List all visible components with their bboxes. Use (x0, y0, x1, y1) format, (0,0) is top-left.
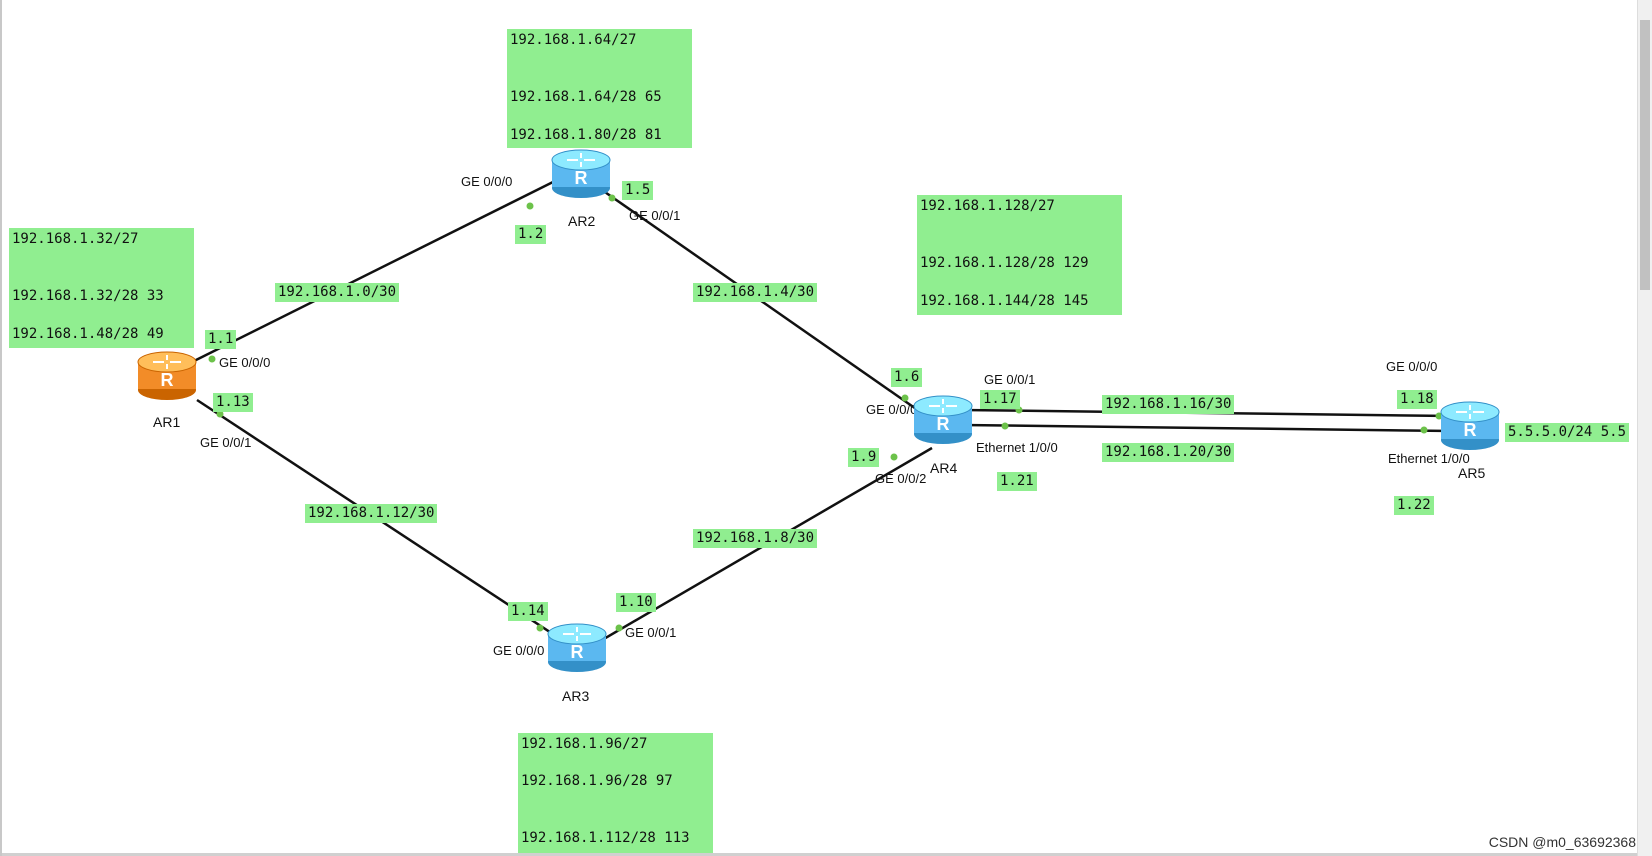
link-label-ar4-ar5-a: 192.168.1.16/30 (1102, 395, 1235, 414)
ip-tag-ar5-e1: 1.22 (1394, 496, 1434, 515)
note-line: 192.168.1.128/27 (920, 198, 1055, 214)
note-line: 192.168.1.64/28 65 (510, 89, 662, 105)
router-ar3[interactable]: R (546, 622, 608, 674)
note-line: 192.168.1.48/28 49 (12, 326, 164, 342)
ip-tag-ar1-g0: 1.1 (205, 330, 237, 349)
svg-text:R: R (161, 370, 174, 390)
router-ar5[interactable]: R (1439, 400, 1501, 452)
port-dot-ar4-e1 (1001, 422, 1009, 430)
ip-tag-ar5-g0: 1.18 (1397, 390, 1437, 409)
router-icon: R (1440, 401, 1500, 450)
subnet-note-ar2: 192.168.1.64/27 192.168.1.64/28 65 192.1… (507, 29, 692, 148)
link-ar1-ar2 (191, 178, 558, 364)
port-dot-ar1-g1 (216, 410, 224, 418)
router-icon: R (137, 351, 197, 400)
svg-text:R: R (571, 642, 584, 662)
ip-tag-ar3-g0: 1.14 (508, 602, 548, 621)
ip-tag-ar1-g1: 1.13 (213, 393, 253, 412)
scrollbar-thumb[interactable] (1640, 20, 1650, 290)
router-icon: R (551, 149, 611, 198)
link-label-ar4-ar5-b: 192.168.1.20/30 (1102, 443, 1235, 462)
port-dot-ar3-g1 (615, 624, 623, 632)
note-line: 192.168.1.96/27 (521, 736, 648, 752)
port-label-ar1-g1: GE 0/0/1 (200, 435, 252, 450)
port-dot-ar2-g1 (608, 194, 616, 202)
router-label-ar1: AR1 (153, 414, 181, 430)
link-label-ar1-ar3: 192.168.1.12/30 (305, 504, 438, 523)
port-dot-ar5-e1 (1420, 426, 1428, 434)
link-label-ar5-loopback: 5.5.5.0/24 5.5 (1505, 423, 1630, 442)
port-label-ar5-g0: GE 0/0/0 (1386, 359, 1438, 374)
link-label-ar3-ar4: 192.168.1.8/30 (693, 529, 818, 548)
port-dot-ar4-g0 (901, 394, 909, 402)
subnet-note-ar1: 192.168.1.32/27 192.168.1.32/28 33 192.1… (9, 228, 194, 348)
router-ar2[interactable]: R (550, 148, 612, 200)
router-label-ar2: AR2 (568, 213, 596, 229)
ip-tag-ar4-g1: 1.17 (980, 390, 1020, 409)
ip-tag-ar4-g0: 1.6 (891, 368, 923, 387)
subnet-note-ar4: 192.168.1.128/27 192.168.1.128/28 129 19… (917, 195, 1122, 315)
port-label-ar3-g1: GE 0/0/1 (625, 625, 677, 640)
port-label-ar3-g0: GE 0/0/0 (493, 643, 545, 658)
subnet-note-ar3: 192.168.1.96/27 192.168.1.96/28 97 192.1… (518, 733, 713, 853)
link-label-ar2-ar4: 192.168.1.4/30 (693, 283, 818, 302)
port-label-ar4-g1: GE 0/0/1 (984, 372, 1036, 387)
note-line: 192.168.1.128/28 129 (920, 255, 1089, 271)
router-label-ar4: AR4 (930, 460, 958, 476)
ip-tag-ar4-e1: 1.21 (997, 472, 1037, 491)
ip-tag-ar3-g1: 1.10 (616, 593, 656, 612)
ip-tag-ar4-g2: 1.9 (848, 448, 880, 467)
router-label-ar3: AR3 (562, 688, 590, 704)
router-ar4[interactable]: R (912, 394, 974, 446)
svg-text:R: R (937, 414, 950, 434)
port-label-ar4-e1: Ethernet 1/0/0 (976, 440, 1058, 455)
port-dot-ar5-g0 (1435, 412, 1443, 420)
port-dot-ar4-g2 (890, 453, 898, 461)
router-icon: R (547, 623, 607, 672)
bottom-border (2, 853, 1652, 856)
note-line: 192.168.1.64/27 (510, 32, 637, 48)
router-label-ar5: AR5 (1458, 465, 1486, 481)
port-label-ar2-g1: GE 0/0/1 (629, 208, 681, 223)
note-line: 192.168.1.32/27 (12, 231, 139, 247)
port-label-ar1-g0: GE 0/0/0 (219, 355, 271, 370)
note-line: 192.168.1.144/28 145 (920, 293, 1089, 309)
port-label-ar2-g0: GE 0/0/0 (461, 174, 513, 189)
note-line: 192.168.1.112/28 113 (521, 830, 690, 846)
link-label-ar1-ar2: 192.168.1.0/30 (275, 283, 400, 302)
vertical-scrollbar[interactable] (1637, 0, 1652, 856)
svg-text:R: R (575, 168, 588, 188)
link-ar2-ar4 (601, 188, 933, 422)
router-ar1[interactable]: R (136, 350, 198, 402)
port-label-ar5-e1: Ethernet 1/0/0 (1388, 451, 1470, 466)
note-line: 192.168.1.96/28 97 (521, 773, 673, 789)
port-label-ar4-g0: GE 0/0/0 (866, 402, 918, 417)
port-dot-ar1-g0 (208, 355, 216, 363)
note-line: 192.168.1.80/28 81 (510, 127, 662, 143)
svg-text:R: R (1464, 420, 1477, 440)
port-dot-ar2-g0 (526, 202, 534, 210)
ip-tag-ar2-g0: 1.2 (515, 225, 547, 244)
note-line: 192.168.1.32/28 33 (12, 288, 164, 304)
ip-tag-ar2-g1: 1.5 (622, 181, 654, 200)
router-icon: R (913, 395, 973, 444)
watermark: CSDN @m0_63692368 (1488, 834, 1636, 850)
port-dot-ar3-g0 (536, 624, 544, 632)
link-ar4-ar5-b (961, 423, 1453, 433)
port-label-ar4-g2: GE 0/0/2 (875, 471, 927, 486)
